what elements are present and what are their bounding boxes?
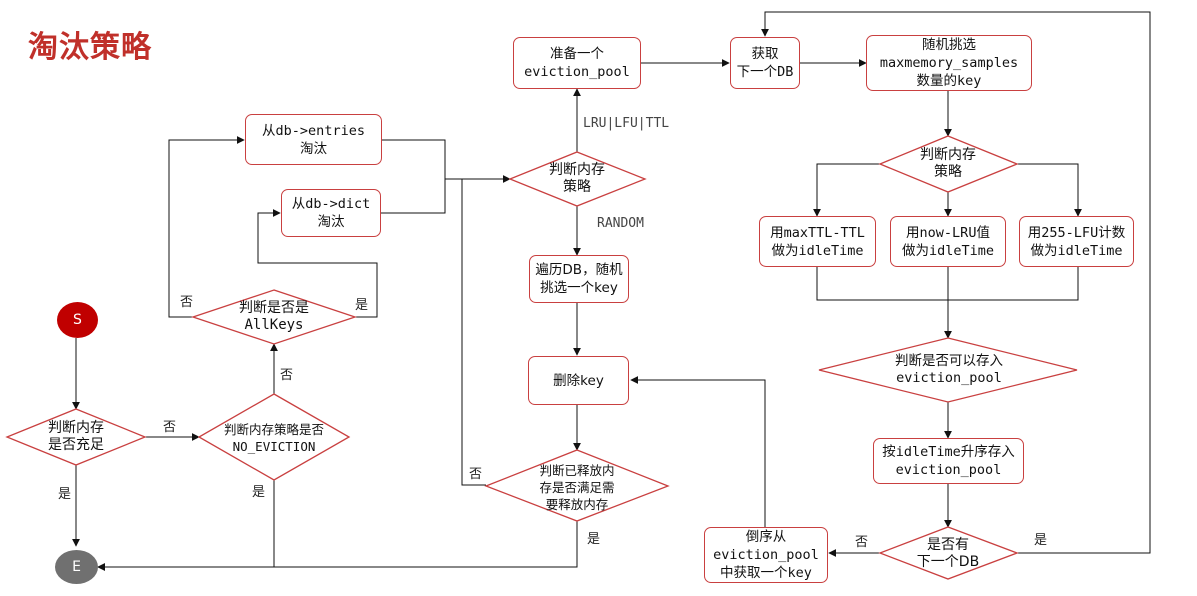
label-has-no: 否 [855,535,869,550]
label-mem-no: 否 [163,420,177,435]
decision-policy [508,151,647,207]
edge-noev-yes-end [97,480,275,571]
policy2-text: 判断内存 策略 [920,147,976,180]
from-dict-box: 从db->dict 淘汰 [281,189,381,237]
label-mem-yes: 是 [58,487,72,502]
released-text: 判断已释放内 存是否满足需 要释放内存 [539,462,615,512]
max-ttl-box: 用maxTTL-TTL 做为idleTime [759,216,876,267]
label-released-no: 否 [469,467,483,482]
label-lru-lfu-ttl: LRU|LFU|TTL [583,116,670,131]
start-node: S [57,302,98,338]
page-title: 淘汰策略 [28,30,152,65]
decision-released [484,449,670,522]
label-allkeys-yes: 是 [355,298,369,313]
edge-released-yes [97,521,578,571]
label-released-yes: 是 [587,532,601,547]
policy-text: 判断内存 策略 [549,162,605,195]
reverse-get-box: 倒序从 eviction_pool 中获取一个key [704,527,828,583]
label-noev-no: 否 [280,368,294,383]
edge-dict-policy [381,179,446,214]
sort-store-box: 按idleTime升序存入 eviction_pool [873,438,1024,484]
no-eviction-text: 判断内存策略是否 NO_EVICTION [223,422,324,454]
lfu-box: 用255-LFU计数 做为idleTime [1019,216,1134,267]
edge-policy2-ttl [813,163,880,217]
decision-mem-enough [5,408,147,466]
edge-policy2-lfu [1017,163,1082,217]
label-has-yes: 是 [1034,533,1048,548]
mem-enough-text: 判断内存 是否充足 [48,420,104,453]
random-pick-box: 随机挑选 maxmemory_samples 数量的key [866,35,1032,91]
edge-entries-policy [382,139,446,179]
label-noev-yes: 是 [252,485,266,500]
has-next-text: 是否有 下一个DB [916,537,980,570]
edge-reverse-delete [630,376,766,527]
decision-no-eviction [197,393,351,481]
can-store-text: 判断是否可以存入 eviction_pool [895,353,1003,386]
next-db-box: 获取 下一个DB [730,37,800,89]
lru-box: 用now-LRU值 做为idleTime [890,216,1006,267]
prepare-pool-box: 准备一个 eviction_pool [513,37,641,89]
edge-released-no [461,179,486,486]
decision-policy2 [878,135,1019,193]
from-entries-box: 从db->entries 淘汰 [245,114,382,165]
edge-allkeys-yes [257,209,378,318]
end-node: E [55,550,98,584]
decision-allkeys [190,289,358,345]
edge-allkeys-no [168,136,245,318]
delete-key-box: 删除key [528,356,629,405]
allkeys-text: 判断是否是 AllKeys [239,300,309,333]
decision-can-store [818,337,1078,403]
traverse-box: 遍历DB，随机 挑选一个key [529,255,629,303]
decision-has-next [878,526,1019,580]
label-random: RANDOM [597,216,644,231]
edge-has-yes [761,11,1151,554]
label-allkeys-no: 否 [180,295,194,310]
